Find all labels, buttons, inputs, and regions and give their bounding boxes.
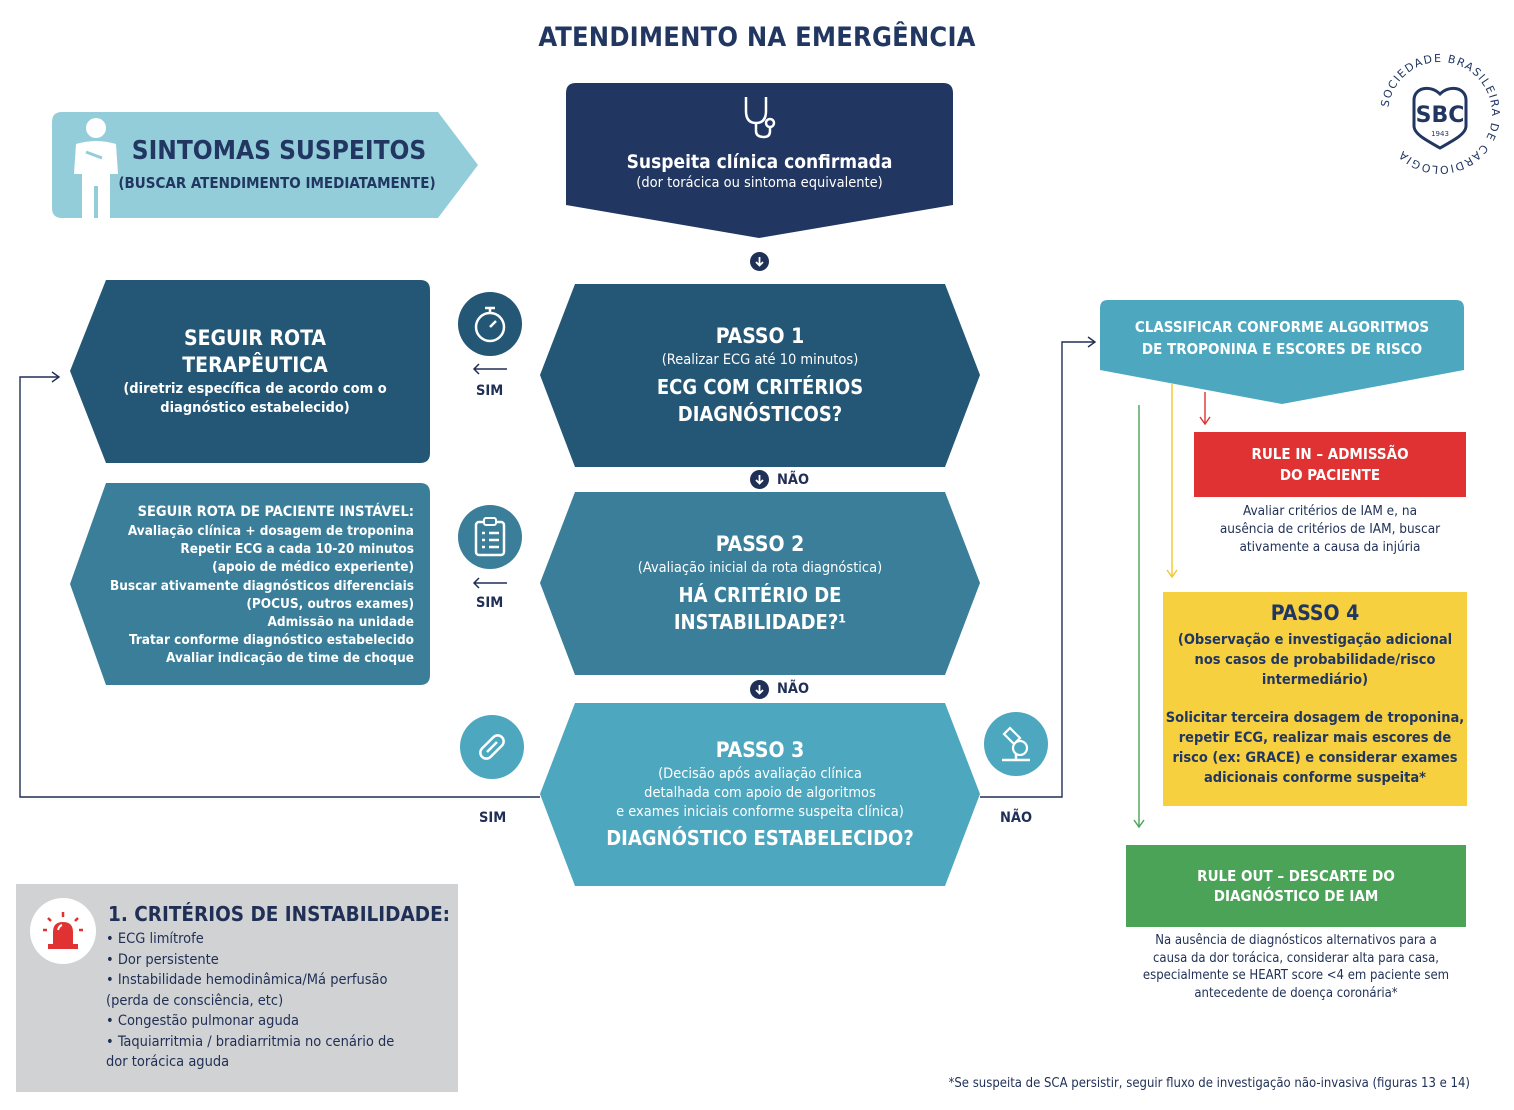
person-chest-pain-icon	[74, 118, 118, 218]
step4-sub-1: (Observação e investigação adicional	[1177, 632, 1453, 649]
step4-body-1: Solicitar terceira dosagem de troponina,	[1165, 710, 1465, 727]
unstable-line: Avaliar indicação de time de choque	[166, 650, 414, 667]
step4-sub-3: intermediário)	[1261, 672, 1369, 689]
unstable-title: SEGUIR ROTA DE PACIENTE INSTÁVEL:	[137, 504, 414, 520]
step3-sub-3: e exames iniciais conforme suspeita clín…	[616, 804, 904, 821]
rule-in-desc-line: ausência de critérios de IAM, buscar	[1219, 521, 1441, 538]
rule-out-title-2: DIAGNÓSTICO DE IAM	[1213, 887, 1379, 905]
sbc-logo: SOCIEDADE BRASILEIRA DE CARDIOLOGIA SBC …	[1374, 48, 1506, 180]
step1-title: PASSO 1	[715, 323, 805, 348]
step4-body-4: adicionais conforme suspeita*	[1203, 770, 1426, 787]
down-arrow-icon	[750, 470, 769, 489]
step1-box: PASSO 1 (Realizar ECG até 10 minutos) EC…	[540, 284, 980, 467]
logo-initials: SBC	[1416, 103, 1465, 128]
left-arrow-icon	[472, 363, 507, 375]
step3-box: PASSO 3 (Decisão após avaliação clínica …	[540, 703, 980, 886]
criteria-item: • Congestão pulmonar aguda	[106, 1013, 299, 1030]
step3-title: PASSO 3	[715, 738, 805, 763]
therapeutic-sub-1: (diretriz específica de acordo com o	[123, 380, 387, 397]
unstable-line: (apoio de médico experiente)	[212, 559, 414, 576]
therapeutic-box: SEGUIR ROTA TERAPÊUTICA (diretriz especí…	[70, 280, 430, 463]
rule-in-title-1: RULE IN – ADMISSÃO	[1251, 445, 1409, 464]
step2-title: PASSO 2	[715, 531, 805, 556]
yes-label-step2: SIM	[476, 595, 504, 611]
rule-in-box: RULE IN – ADMISSÃO DO PACIENTE	[1194, 432, 1466, 497]
criteria-title: 1. CRITÉRIOS DE INSTABILIDADE:	[108, 902, 451, 926]
rule-out-title-1: RULE OUT – DESCARTE DO	[1197, 866, 1395, 885]
step3-sub-2: detalhada com apoio de algoritmos	[644, 785, 876, 802]
unstable-line: Tratar conforme diagnóstico estabelecido	[128, 632, 414, 649]
instability-criteria-box: 1. CRITÉRIOS DE INSTABILIDADE: • ECG lim…	[16, 884, 458, 1092]
rule-out-description: Na ausência de diagnósticos alternativos…	[1118, 932, 1474, 1002]
unstable-line: Repetir ECG a cada 10-20 minutos	[180, 541, 414, 558]
step2-sub: (Avaliação inicial da rota diagnóstica)	[637, 560, 883, 577]
microscope-icon	[984, 712, 1048, 776]
step4-body-3: risco (ex: GRACE) e considerar exames	[1172, 750, 1458, 767]
no-label-step1: NÃO	[777, 472, 810, 488]
criteria-item: • ECG limítrofe	[106, 931, 204, 947]
unstable-line: Avaliação clínica + dosagem de troponina	[127, 522, 414, 539]
unstable-line: (POCUS, outros exames)	[246, 595, 414, 612]
criteria-item: • Instabilidade hemodinâmica/Má perfusão	[106, 972, 388, 989]
rule-in-description: Avaliar critérios de IAM e, na ausência …	[1194, 502, 1466, 557]
step4-box: PASSO 4 (Observação e investigação adici…	[1163, 592, 1467, 806]
suspicion-title: Suspeita clínica confirmada	[626, 151, 893, 173]
symptoms-subtitle: (BUSCAR ATENDIMENTO IMEDIATAMENTE)	[118, 174, 436, 192]
therapeutic-sub-2: diagnóstico estabelecido)	[160, 399, 350, 416]
down-arrow-icon	[750, 252, 769, 271]
page-title: ATENDIMENTO NA EMERGÊNCIA	[538, 22, 976, 53]
step2-box: PASSO 2 (Avaliação inicial da rota diagn…	[540, 492, 980, 675]
step1-question-1: ECG COM CRITÉRIOS	[656, 375, 864, 400]
pill-icon	[460, 715, 524, 779]
symptoms-banner: SINTOMAS SUSPEITOS (BUSCAR ATENDIMENTO I…	[52, 112, 480, 218]
checklist-icon	[458, 505, 522, 569]
therapeutic-title-1: SEGUIR ROTA	[184, 326, 326, 351]
logo-year: 1943	[1431, 130, 1449, 138]
unstable-route-box: SEGUIR ROTA DE PACIENTE INSTÁVEL: Avalia…	[70, 483, 430, 685]
rule-in-title-2: DO PACIENTE	[1279, 465, 1381, 484]
criteria-item: (perda de consciência, etc)	[106, 992, 284, 1009]
no-label-step3: NÃO	[1000, 810, 1033, 826]
step3-question: DIAGNÓSTICO ESTABELECIDO?	[606, 825, 914, 850]
yes-label-step3: SIM	[479, 810, 507, 826]
rule-out-desc-line: antecedente de doença coronária*	[1194, 985, 1398, 1001]
footnote: *Se suspeita de SCA persistir, seguir fl…	[948, 1076, 1470, 1091]
symptoms-title: SINTOMAS SUSPEITOS	[131, 136, 427, 166]
down-arrow-icon	[750, 680, 769, 699]
classify-line-1: CLASSIFICAR CONFORME ALGORITMOS	[1134, 318, 1430, 336]
unstable-line: Buscar ativamente diagnósticos diferenci…	[110, 577, 414, 594]
criteria-item: • Dor persistente	[106, 951, 219, 968]
rule-out-desc-line: Na ausência de diagnósticos alternativos…	[1155, 933, 1437, 948]
step4-title: PASSO 4	[1270, 601, 1360, 625]
criteria-item: • Taquiarritmia / bradiarritmia no cenár…	[106, 1033, 395, 1050]
criteria-item: dor torácica aguda	[106, 1054, 230, 1071]
step1-question-2: DIAGNÓSTICOS?	[677, 402, 843, 427]
left-arrow-icon	[472, 577, 507, 589]
suspicion-box: Suspeita clínica confirmada (dor torácic…	[566, 83, 953, 238]
step3-sub-1: (Decisão após avaliação clínica	[658, 766, 862, 783]
step2-question-2: INSTABILIDADE?¹	[673, 610, 847, 635]
step2-question-1: HÁ CRITÉRIO DE	[678, 583, 842, 608]
siren-icon	[30, 898, 96, 964]
rule-in-desc-line: ativamente a causa da injúria	[1239, 539, 1421, 556]
no-label-step2: NÃO	[777, 681, 810, 697]
classify-line-2: DE TROPONINA E ESCORES DE RISCO	[1141, 340, 1423, 358]
step4-sub-2: nos casos de probabilidade/risco	[1194, 652, 1436, 669]
therapeutic-title-2: TERAPÊUTICA	[182, 352, 328, 377]
unstable-line: Admissão na unidade	[267, 613, 414, 630]
suspicion-subtitle: (dor torácica ou sintoma equivalente)	[636, 175, 883, 191]
rule-out-desc-line: especialmente se HEART score <4 em pacie…	[1142, 968, 1450, 984]
step1-sub: (Realizar ECG até 10 minutos)	[661, 352, 859, 369]
rule-out-box: RULE OUT – DESCARTE DO DIAGNÓSTICO DE IA…	[1126, 845, 1466, 927]
rule-in-desc-line: Avaliar critérios de IAM e, na	[1242, 503, 1418, 519]
stopwatch-icon	[458, 292, 522, 356]
classify-box: CLASSIFICAR CONFORME ALGORITMOS DE TROPO…	[1100, 300, 1464, 404]
step4-body-2: repetir ECG, realizar mais escores de	[1178, 730, 1452, 747]
yes-label-step1: SIM	[476, 383, 504, 399]
rule-out-desc-line: causa da dor torácica, considerar alta p…	[1153, 950, 1439, 966]
stethoscope-icon	[744, 97, 776, 139]
